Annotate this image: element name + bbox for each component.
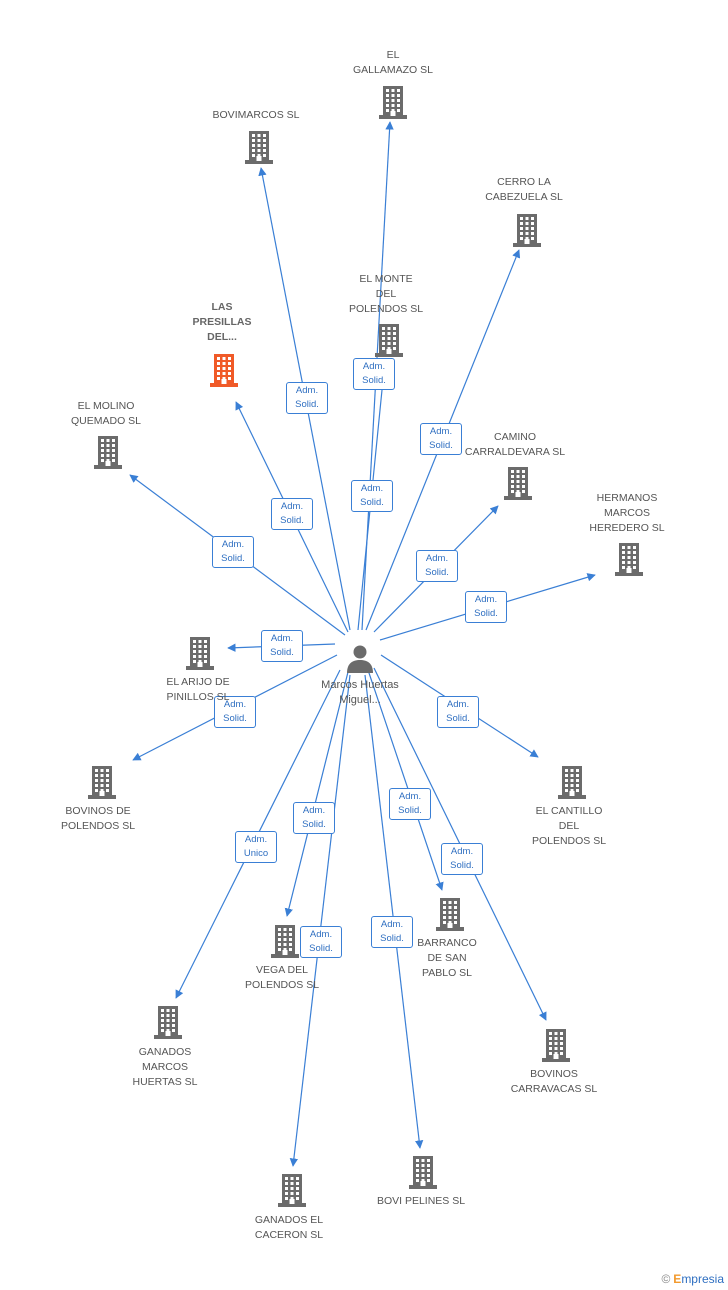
edge-role-text: Solid. <box>425 567 449 578</box>
edge-role-text: Adm. <box>223 699 247 710</box>
copyright-symbol: © <box>661 1272 671 1286</box>
edge-role-label[interactable]: Adm. Solid. <box>420 423 462 455</box>
building-icon[interactable] <box>87 765 117 799</box>
edge-role-label[interactable]: Adm. Solid. <box>441 843 483 875</box>
building-icon[interactable] <box>378 85 408 119</box>
building-icon[interactable] <box>374 323 404 357</box>
edge-line-barranco <box>367 669 444 891</box>
building-icon[interactable] <box>185 636 215 670</box>
building-icon[interactable] <box>277 1173 307 1207</box>
edge-role-label[interactable]: Adm. Solid. <box>214 696 256 728</box>
edge-role-text: Solid. <box>474 608 498 619</box>
building-icon[interactable] <box>408 1155 438 1189</box>
edge-role-text: Adm. <box>270 633 294 644</box>
building-icon[interactable] <box>244 130 274 164</box>
edge-role-text: Adm. <box>244 834 268 845</box>
edge-role-label[interactable]: Adm. Solid. <box>416 550 458 582</box>
edge-role-text: Solid. <box>429 440 453 451</box>
edge-role-text: Adm. <box>450 846 474 857</box>
building-icon[interactable] <box>512 213 542 247</box>
building-icon[interactable] <box>614 542 644 576</box>
edge-role-label[interactable]: Adm. Solid. <box>293 802 335 834</box>
edge-role-text: Adm. <box>309 929 333 940</box>
building-icon[interactable] <box>557 765 587 799</box>
edge-role-label[interactable]: Adm. Unico <box>235 831 277 863</box>
edge-role-text: Solid. <box>221 553 245 564</box>
building-icon[interactable] <box>435 897 465 931</box>
brand-initial: E <box>673 1272 682 1286</box>
edge-line-vega <box>284 671 349 917</box>
edge-role-text: Solid. <box>302 819 326 830</box>
edge-role-label[interactable]: Adm. Solid. <box>212 536 254 568</box>
edge-role-text: Solid. <box>270 647 294 658</box>
edge-role-label[interactable]: Adm. Solid. <box>389 788 431 820</box>
edge-role-text: Adm. <box>380 919 404 930</box>
edge-role-text: Adm. <box>362 361 386 372</box>
edge-role-text: Adm. <box>280 501 304 512</box>
edge-role-text: Adm. <box>446 699 470 710</box>
edge-role-label[interactable]: Adm. Solid. <box>300 926 342 958</box>
company-label-bovimarcos[interactable]: BOVIMARCOS SL <box>212 109 300 121</box>
edge-role-text: Solid. <box>446 713 470 724</box>
edge-role-text: Solid. <box>380 933 404 944</box>
edge-role-label[interactable]: Adm. Solid. <box>371 916 413 948</box>
edge-role-text: Adm. <box>221 539 245 550</box>
watermark: ©Empresia <box>661 1272 724 1286</box>
edge-role-text: Solid. <box>223 713 247 724</box>
edge-line-ganados_cac <box>289 674 351 1167</box>
person-name[interactable]: Marcos Huertas Miguel... <box>321 679 399 706</box>
brand-name: mpresia <box>681 1272 724 1286</box>
edge-role-text: Solid. <box>309 943 333 954</box>
edge-role-label[interactable]: Adm. Solid. <box>351 480 393 512</box>
building-icon[interactable] <box>541 1028 571 1062</box>
edge-role-text: Adm. <box>429 426 453 437</box>
company-label-bovi_pel[interactable]: BOVI PELINES SL <box>376 1195 466 1207</box>
edge-role-text: Adm. <box>295 385 319 396</box>
edge-role-text: Adm. <box>398 791 422 802</box>
edge-role-label[interactable]: Adm. Solid. <box>261 630 303 662</box>
edge-role-label[interactable]: Adm. Solid. <box>353 358 395 390</box>
edge-line-bovi_pel <box>364 674 424 1149</box>
edge-role-text: Solid. <box>450 860 474 871</box>
building-icon[interactable] <box>503 466 533 500</box>
edge-role-text: Adm. <box>474 594 498 605</box>
edge-role-label[interactable]: Adm. Solid. <box>271 498 313 530</box>
edge-role-text: Solid. <box>398 805 422 816</box>
building-icon[interactable] <box>93 435 123 469</box>
edge-role-label[interactable]: Adm. Solid. <box>465 591 507 623</box>
edge-role-text: Solid. <box>280 515 304 526</box>
edge-role-text: Solid. <box>360 497 384 508</box>
building-icon[interactable] <box>209 353 239 387</box>
edge-role-label[interactable]: Adm. Solid. <box>437 696 479 728</box>
person-icon[interactable] <box>345 643 375 673</box>
edge-role-label[interactable]: Adm. Solid. <box>286 382 328 414</box>
edge-role-text: Solid. <box>295 399 319 410</box>
building-icon[interactable] <box>270 924 300 958</box>
building-icon[interactable] <box>153 1005 183 1039</box>
edge-role-text: Unico <box>243 848 269 859</box>
edge-role-text: Adm. <box>360 483 384 494</box>
edge-role-text: Solid. <box>362 375 386 386</box>
edge-role-text: Adm. <box>425 553 449 564</box>
edge-role-text: Adm. <box>302 805 326 816</box>
